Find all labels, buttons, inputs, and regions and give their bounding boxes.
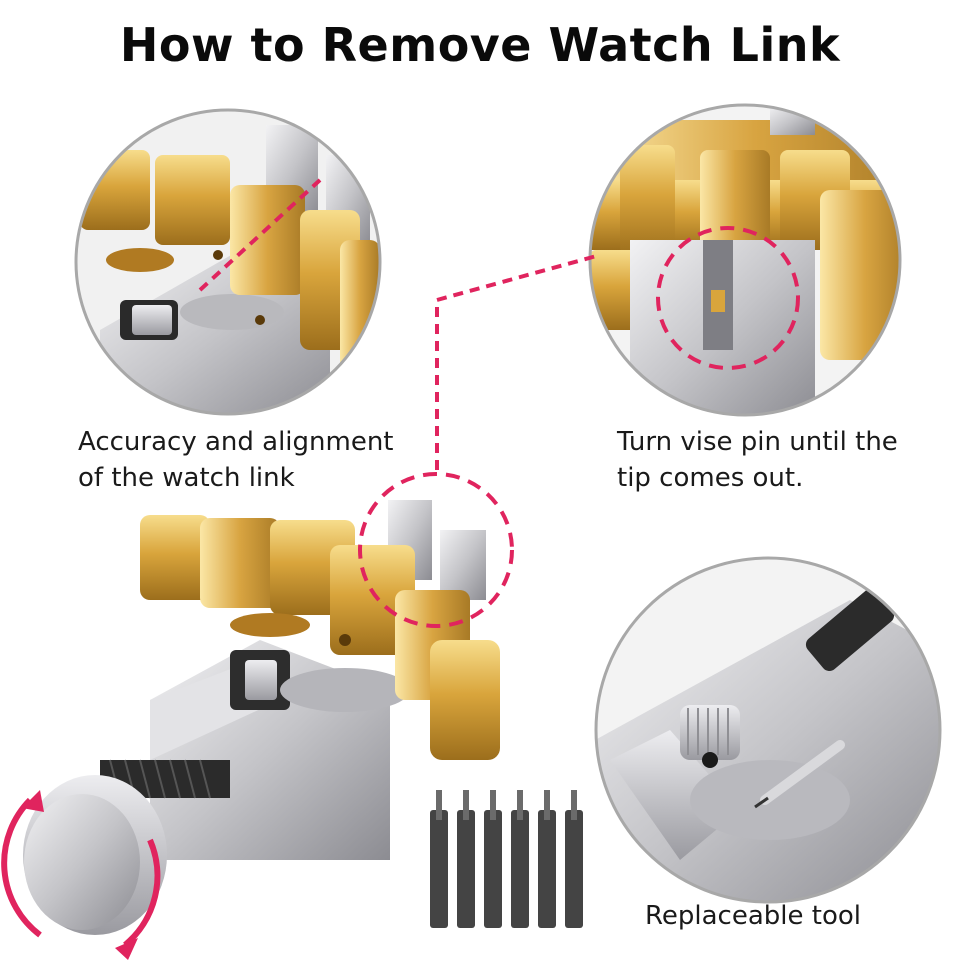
alignment-closeup [74, 108, 382, 416]
caption-line: of the watch link [78, 463, 295, 493]
caption-alignment: Accuracy and alignment of the watch link [78, 424, 394, 496]
link-remover-tool [1, 472, 514, 960]
page-title: How to Remove Watch Link [119, 18, 841, 72]
replaceable-tool-closeup [594, 556, 942, 904]
connector-line [435, 253, 601, 470]
caption-line: tip comes out. [617, 463, 804, 493]
caption-line: Accuracy and alignment [78, 427, 394, 457]
caption-line: Turn vise pin until the [617, 427, 898, 457]
caption-vise-pin: Turn vise pin until the tip comes out. [617, 424, 898, 496]
caption-line: Replaceable tool [645, 901, 861, 931]
replacement-pins [430, 790, 583, 928]
caption-replaceable: Replaceable tool [645, 898, 861, 934]
vise-pin-closeup [588, 103, 902, 417]
rotate-arrow-icon [1, 797, 42, 938]
